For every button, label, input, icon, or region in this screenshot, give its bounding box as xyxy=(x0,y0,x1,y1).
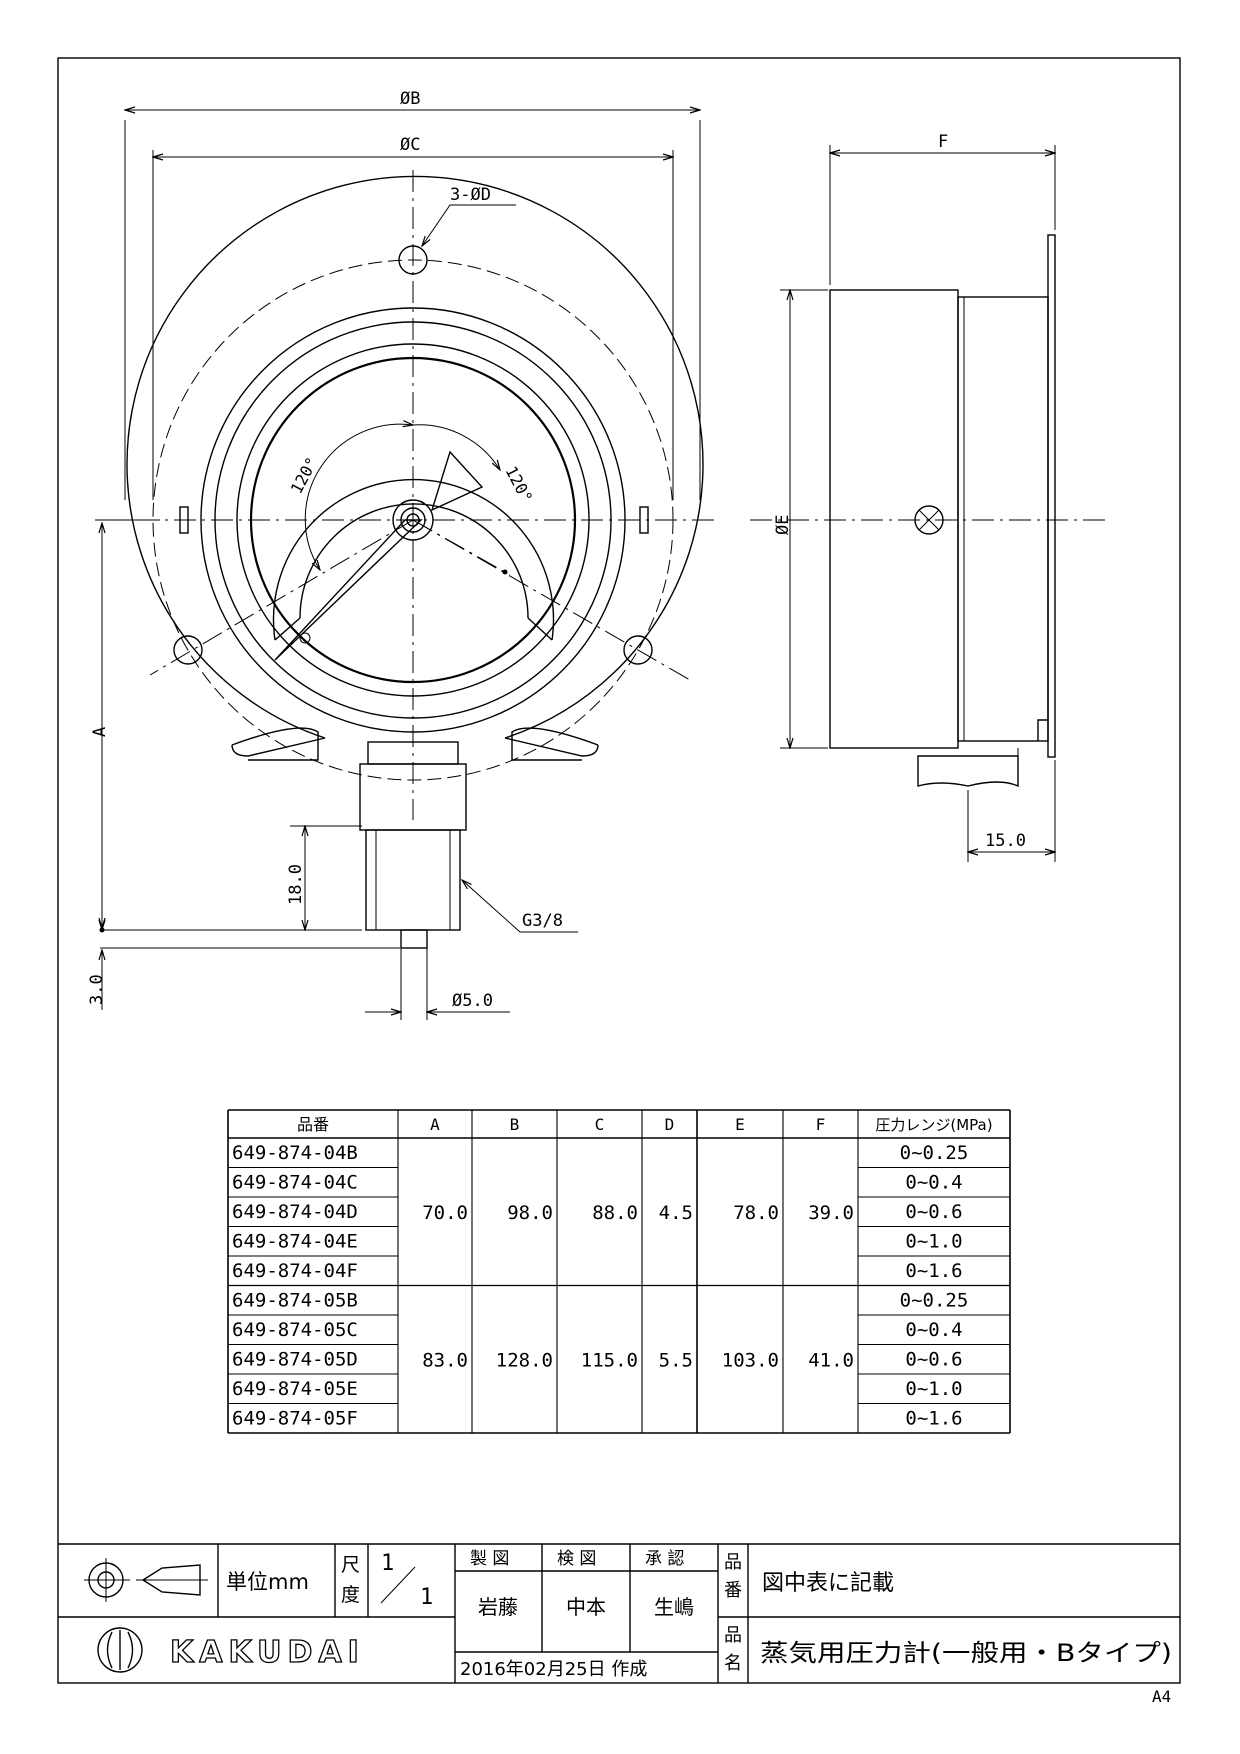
dim-18: 18.0 xyxy=(286,864,306,905)
drawing-date: 2016年02月25日 作成 xyxy=(460,1659,647,1680)
ear-left xyxy=(231,727,319,761)
dim-value-d: 4.5 xyxy=(659,1202,693,1224)
part-number-cell: 649-874-04E xyxy=(232,1231,358,1253)
dim-15: 15.0 xyxy=(985,831,1026,851)
approved-label: 承 認 xyxy=(645,1549,684,1569)
table-header: A xyxy=(430,1115,440,1134)
dim-phi-5: Ø5.0 xyxy=(452,991,493,1011)
dim-value-c: 115.0 xyxy=(581,1349,638,1371)
dim-value-e: 103.0 xyxy=(722,1349,779,1371)
side-case xyxy=(829,289,959,749)
part-number-cell: 649-874-05C xyxy=(232,1319,358,1341)
projection-symbol-icon xyxy=(84,1558,208,1602)
dim-phi-c: ØC xyxy=(400,135,420,155)
name-label-2: 名 xyxy=(724,1653,742,1674)
dim-value-c: 88.0 xyxy=(592,1202,638,1224)
scale-label-2: 度 xyxy=(341,1584,360,1606)
part-number-cell: 649-874-04C xyxy=(232,1172,358,1194)
dim-value-a: 70.0 xyxy=(422,1202,468,1224)
part-number-cell: 649-874-05E xyxy=(232,1378,358,1400)
dim-f: F xyxy=(938,132,948,152)
dim-value-b: 128.0 xyxy=(496,1349,553,1371)
dim-value-e: 78.0 xyxy=(733,1202,779,1224)
dim-phi-e: ØE xyxy=(773,515,793,535)
part-number-cell: 649-874-05F xyxy=(232,1408,358,1430)
approved-by: 生嶋 xyxy=(654,1595,694,1619)
scale-numerator: 1 xyxy=(381,1551,394,1576)
table-header: 圧力レンジ(MPa) xyxy=(875,1116,992,1134)
dim-holes: 3-ØD xyxy=(450,185,491,205)
part-no-label-1: 品 xyxy=(724,1552,742,1573)
part-number-cell: 649-874-05B xyxy=(232,1290,358,1312)
part-number-cell: 649-874-04D xyxy=(232,1201,358,1223)
part-number-cell: 649-874-04B xyxy=(232,1142,358,1164)
mount-hole-left xyxy=(173,635,203,665)
ear-right xyxy=(511,727,599,761)
pressure-range-cell: 0~1.6 xyxy=(905,1260,962,1282)
title-block: 単位mm 尺 度 1 1 製 図 検 図 承 認 岩藤 中本 生嶋 2016年0… xyxy=(58,1543,1180,1683)
dim-phi-b: ØB xyxy=(400,89,420,109)
name-label-1: 品 xyxy=(724,1625,742,1646)
table-header: F xyxy=(816,1115,826,1134)
drawn-label: 製 図 xyxy=(470,1549,509,1569)
pressure-range-cell: 0~0.4 xyxy=(905,1319,962,1341)
dim-a: A xyxy=(90,727,110,737)
angle-label-right: 120° xyxy=(501,463,536,506)
pressure-range-cell: 0~0.6 xyxy=(905,1349,962,1371)
nipple xyxy=(400,929,428,949)
table-header: D xyxy=(665,1115,675,1134)
table-header: B xyxy=(510,1115,520,1134)
dim-value-a: 83.0 xyxy=(422,1349,468,1371)
dim-value-f: 41.0 xyxy=(808,1349,854,1371)
logo-text: KAKUDAI xyxy=(170,1635,365,1670)
part-no-label-2: 番 xyxy=(724,1580,742,1601)
side-connector xyxy=(917,755,1019,788)
kakudai-logo-icon xyxy=(97,1627,143,1673)
pressure-range-cell: 0~0.25 xyxy=(900,1290,969,1312)
front-view: 120° 120° ØB ØC 3-ØD A 18.0 xyxy=(87,89,720,1020)
pressure-range-cell: 0~1.0 xyxy=(905,1231,962,1253)
side-view: F ØE 15.0 xyxy=(750,132,1110,862)
dim-value-f: 39.0 xyxy=(808,1202,854,1224)
dim-value-b: 98.0 xyxy=(507,1202,553,1224)
table-header: 品番 xyxy=(297,1115,329,1134)
scale-denominator: 1 xyxy=(420,1585,433,1610)
table-header: E xyxy=(735,1115,745,1134)
side-case-rear xyxy=(957,296,1049,742)
mount-hole-right xyxy=(623,635,653,665)
pressure-range-cell: 0~1.6 xyxy=(905,1408,962,1430)
side-flange xyxy=(1047,234,1056,758)
part-number-cell: 649-874-04F xyxy=(232,1260,358,1282)
unit-label: 単位mm xyxy=(226,1570,309,1594)
paper-size: A4 xyxy=(1152,1687,1171,1706)
checked-label: 検 図 xyxy=(557,1549,596,1569)
checked-by: 中本 xyxy=(566,1595,606,1619)
pressure-range-cell: 0~0.6 xyxy=(905,1201,962,1223)
part-number-cell: 649-874-05D xyxy=(232,1349,358,1371)
spec-table: 品番 A B C D E F 圧力レンジ(MPa) 649-874-04B 0~0.25 649-8… xyxy=(227,1109,1011,1434)
pressure-range-cell: 0~0.4 xyxy=(905,1172,962,1194)
dim-thread: G3/8 xyxy=(522,911,563,931)
table-header: C xyxy=(595,1115,605,1134)
scale-label-1: 尺 xyxy=(341,1554,360,1576)
flange-outline xyxy=(126,175,704,739)
dim-value-d: 5.5 xyxy=(659,1349,693,1371)
pressure-range-cell: 0~0.25 xyxy=(900,1142,969,1164)
drawn-by: 岩藤 xyxy=(478,1595,518,1619)
max-pointer xyxy=(430,450,484,512)
pressure-range-cell: 0~1.0 xyxy=(905,1378,962,1400)
thread-body xyxy=(365,829,461,931)
dim-3: 3.0 xyxy=(87,974,107,1005)
part-no-value: 図中表に記載 xyxy=(762,1571,894,1596)
product-name: 蒸気用圧力計(一般用・Bタイプ) xyxy=(760,1639,1172,1667)
sheet-border xyxy=(57,57,1181,1684)
